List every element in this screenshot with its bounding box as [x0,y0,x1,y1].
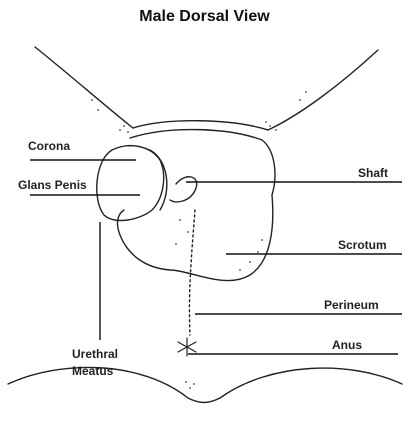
label-glans-penis: Glans Penis [18,178,87,193]
label-anus: Anus [332,338,362,353]
label-shaft: Shaft [358,166,388,181]
label-urethral-meatus-line1: Urethral [72,347,118,362]
glans-outline [97,146,164,221]
right-thigh-outline [268,50,378,130]
perineum-raphe [189,210,195,335]
scrotum-outline [117,195,272,281]
left-thigh-outline [35,47,133,128]
buttocks-outline [8,367,402,402]
pubic-outline [133,121,268,130]
label-corona: Corona [28,139,70,154]
label-perineum: Perineum [324,298,379,313]
label-scrotum: Scrotum [338,238,387,253]
shaft-outline [130,130,275,195]
label-urethral-meatus-line2: Meatus [72,364,113,379]
glans-fold [170,177,197,202]
